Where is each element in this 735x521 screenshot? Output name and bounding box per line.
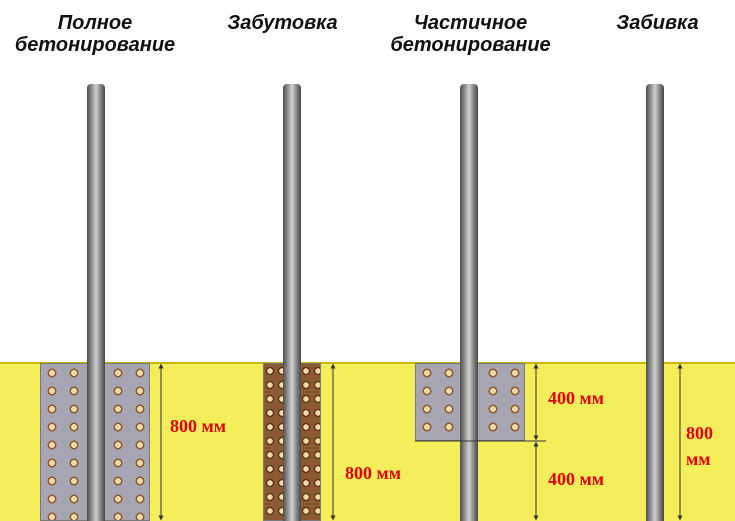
post-pile-driving	[646, 84, 664, 521]
post-partial-concreting	[460, 84, 478, 521]
post-full-concreting	[87, 84, 105, 521]
label-full-depth: 800 мм	[170, 416, 227, 436]
label-partial-top-depth: 400 мм	[548, 388, 605, 408]
title-partial-concreting: Частичное бетонирование	[390, 12, 551, 56]
title-full-concreting: Полное бетонирование	[14, 12, 176, 56]
label-partial-bottom-depth: 400 мм	[548, 469, 605, 489]
title-rubble-filling: Забутовка	[227, 12, 338, 34]
post-rubble-filling	[283, 84, 301, 521]
label-rubble-depth: 800 мм	[345, 463, 402, 483]
label-driving-depth: 800 мм	[686, 423, 713, 469]
title-pile-driving: Забивка	[616, 12, 699, 34]
